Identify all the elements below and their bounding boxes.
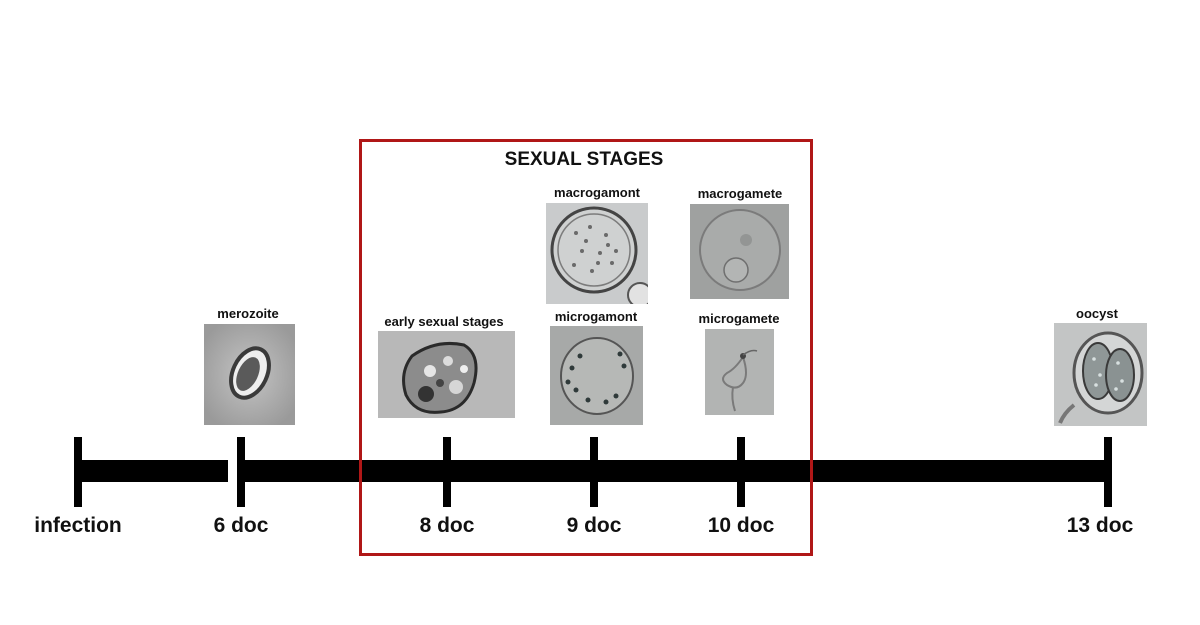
macrogamont-image [546,203,648,304]
tick-10-doc [737,437,745,507]
tick-label-6-doc: 6 doc [213,514,269,537]
merozoite-image [204,324,295,425]
tick-8-doc [443,437,451,507]
timeline-bar-left [78,460,228,482]
tick-infection [74,437,82,507]
microgamont-image [550,326,643,425]
sexual-stages-title: SEXUAL STAGES [504,149,664,170]
tick-9-doc [590,437,598,507]
caption-macrogamete: macrogamete [697,186,783,201]
caption-merozoite: merozoite [217,306,279,321]
caption-microgamont: microgamont [554,309,638,324]
tick-label-9-doc: 9 doc [566,514,622,537]
oocyst-image [1054,323,1147,426]
timeline-bar-main [238,460,1110,482]
caption-microgamete: microgamete [698,311,780,326]
macrogamete-image [690,204,789,299]
caption-early-sexual-stages: early sexual stages [384,314,504,329]
sexual-stages-box [359,139,813,556]
microgamete-image [705,329,774,415]
tick-label-13-doc: 13 doc [1066,514,1134,537]
caption-oocyst: oocyst [1076,306,1118,321]
early-sexual-stages-image [378,331,515,418]
tick-6-doc [237,437,245,507]
tick-label-8-doc: 8 doc [419,514,475,537]
tick-label-10-doc: 10 doc [707,514,775,537]
tick-label-infection: infection [34,514,122,537]
caption-macrogamont: macrogamont [554,185,640,200]
tick-13-doc [1104,437,1112,507]
